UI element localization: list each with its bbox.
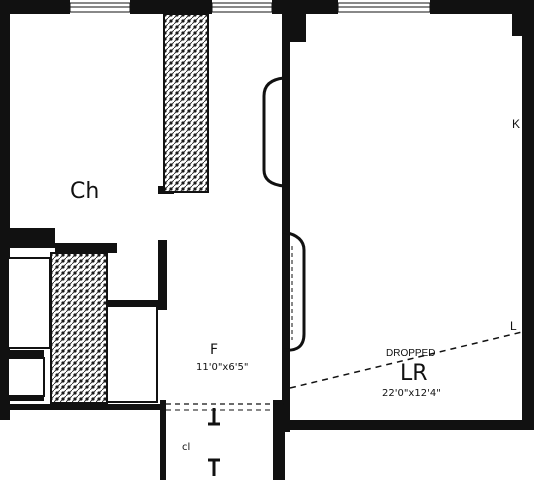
- kitchen-cabinet: [7, 257, 51, 349]
- room-label-living-room: LR: [400, 361, 428, 386]
- room-dimensions-living-room: 22'0"x12'4": [382, 388, 441, 399]
- closet-jambs: [208, 408, 220, 476]
- room-label-closet: cl: [182, 442, 190, 453]
- marker-k: K: [512, 117, 520, 131]
- interior-walls: [0, 14, 524, 480]
- door-swing-upper: [262, 76, 285, 188]
- outer-walls: [0, 0, 534, 430]
- kitchen-counter-hatched: [50, 252, 108, 404]
- room-note-dropped: DROPPED: [386, 348, 435, 359]
- kitchen-range: [106, 305, 158, 403]
- room-dimensions-foyer: 11'0"x6'5": [196, 362, 248, 373]
- room-label-chamber: Ch: [70, 179, 99, 204]
- dropped-ceiling-line: [289, 331, 523, 389]
- closet-hatched: [163, 13, 209, 193]
- room-label-foyer: F: [210, 342, 218, 358]
- refrigerator: [7, 357, 45, 397]
- marker-l: L: [510, 319, 517, 333]
- door-swing-lower: [283, 230, 306, 352]
- windows: [69, 2, 431, 13]
